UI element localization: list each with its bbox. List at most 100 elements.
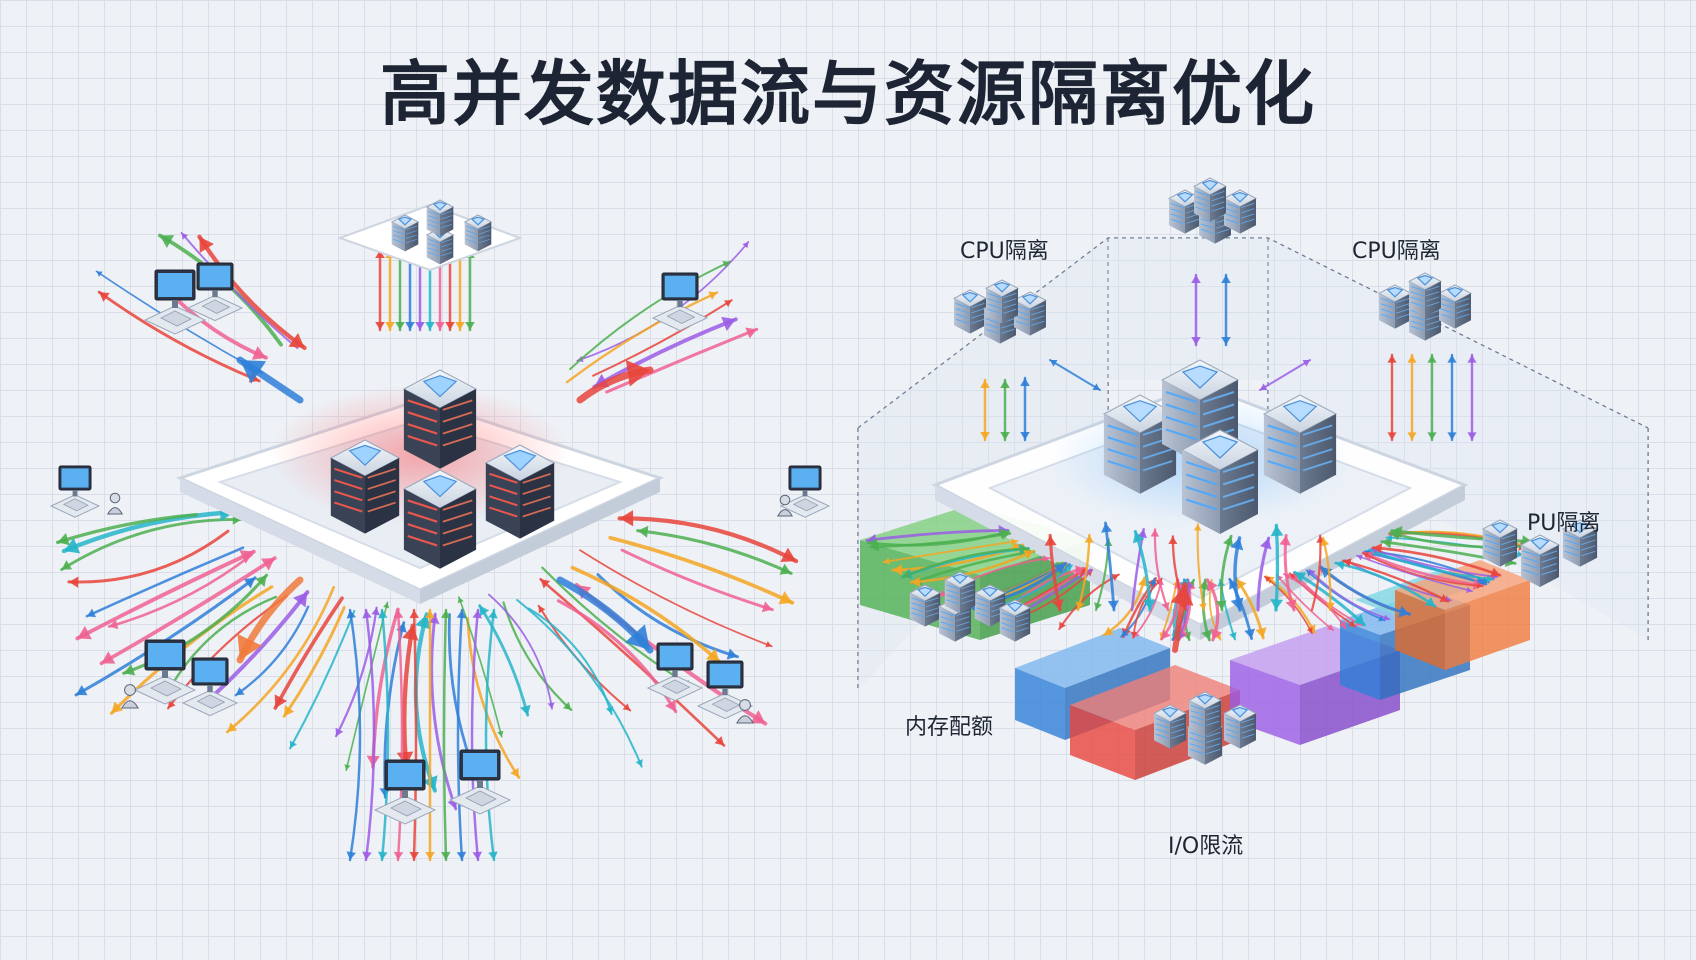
bidirectional-arrow-icon xyxy=(1101,521,1119,612)
memory-quota-label: 内存配额 xyxy=(905,715,993,740)
desktop-computer-icon xyxy=(779,465,831,518)
bidirectional-arrow-icon xyxy=(1000,378,1010,442)
server-rack-icon xyxy=(463,214,493,252)
right-server-groups xyxy=(908,177,1599,765)
desktop-computer-icon xyxy=(696,660,754,720)
bidirectional-arrow-icon xyxy=(1467,353,1477,442)
bidirectional-arrow-icon xyxy=(1150,528,1170,612)
bidirectional-arrow-icon xyxy=(107,553,253,630)
cpu-isolation-label-right: CPU隔离 xyxy=(1352,239,1441,264)
bidirectional-arrow-icon xyxy=(1120,577,1157,638)
bidirectional-arrow-icon xyxy=(122,573,269,676)
bidirectional-arrow-icon xyxy=(608,535,795,605)
bidirectional-arrow-icon xyxy=(1205,578,1223,642)
bidirectional-arrow-icon xyxy=(1102,576,1148,637)
server-rack-icon xyxy=(425,199,455,237)
left-top-server-pad xyxy=(337,199,523,272)
bidirectional-arrow-icon xyxy=(1221,273,1231,347)
desktop-computer-icon xyxy=(186,262,244,322)
bidirectional-arrow-icon xyxy=(1447,353,1457,442)
bidirectional-arrow-icon xyxy=(75,549,256,641)
user-icon xyxy=(106,492,124,515)
bidirectional-arrow-icon xyxy=(636,525,793,575)
server-rack-icon xyxy=(402,369,478,469)
server-rack-icon xyxy=(998,599,1032,642)
server-rack-icon xyxy=(943,571,977,614)
server-rack-icon xyxy=(329,439,401,534)
desktop-computer-icon xyxy=(448,749,512,815)
server-rack-icon xyxy=(1222,704,1258,749)
desktop-computer-icon xyxy=(646,642,704,702)
server-rack-icon xyxy=(1519,534,1561,587)
bidirectional-arrow-icon xyxy=(440,608,451,862)
server-rack-icon xyxy=(402,469,478,569)
bidirectional-arrow-icon xyxy=(579,549,773,648)
desktop-computer-icon xyxy=(143,269,207,335)
bidirectional-arrow-icon xyxy=(1191,273,1201,347)
bidirectional-arrow-icon xyxy=(1308,568,1391,621)
bidirectional-arrow-icon xyxy=(457,596,504,738)
bidirectional-arrow-icon xyxy=(1270,523,1284,612)
bidirectional-arrow-icon xyxy=(282,605,346,718)
bidirectional-arrow-icon xyxy=(273,596,344,710)
zone-labels: CPU隔离 CPU隔离 PU隔离 内存配额 I/O限流 xyxy=(905,239,1600,859)
server-rack-icon xyxy=(1180,429,1260,534)
bidirectional-arrow-icon xyxy=(465,248,475,332)
server-rack-icon xyxy=(1561,519,1599,567)
bidirectional-arrow-icon xyxy=(85,546,245,618)
bidirectional-arrow-icon xyxy=(455,248,465,332)
bidirectional-arrow-icon xyxy=(197,234,307,351)
server-rack-icon xyxy=(1377,284,1413,329)
bidirectional-arrow-icon xyxy=(236,356,304,404)
bidirectional-arrow-icon xyxy=(516,598,643,768)
bidirectional-arrow-icon xyxy=(225,585,336,734)
bidirectional-arrow-icon xyxy=(425,608,435,862)
desktop-computer-icon xyxy=(49,465,101,518)
bidirectional-arrow-icon xyxy=(1230,536,1244,612)
bidirectional-arrow-icon xyxy=(1215,534,1234,612)
bidirectional-arrow-icon xyxy=(617,510,799,564)
bidirectional-arrow-icon xyxy=(605,327,759,394)
bidirectional-arrow-icon xyxy=(409,608,420,862)
bidirectional-arrow-icon xyxy=(346,608,362,862)
bidirectional-arrow-icon xyxy=(1320,537,1335,612)
bidirectional-arrow-icon xyxy=(620,548,774,613)
bidirectional-arrow-icon xyxy=(487,593,555,710)
bidirectional-arrow-icon xyxy=(909,549,1035,587)
bidirectional-arrow-icon xyxy=(289,609,356,750)
server-rack-icon xyxy=(1187,691,1223,736)
bidirectional-arrow-icon xyxy=(466,617,521,779)
left-client-terminals xyxy=(49,262,831,825)
bidirectional-arrow-icon xyxy=(592,299,733,377)
bidirectional-arrow-icon xyxy=(570,565,722,664)
bidirectional-arrow-icon xyxy=(456,608,467,862)
bidirectional-arrow-icon xyxy=(395,248,405,332)
bidirectional-arrow-icon xyxy=(576,360,654,404)
server-rack-icon xyxy=(1437,284,1473,329)
bidirectional-arrow-icon xyxy=(1132,530,1156,612)
bidirectional-arrow-icon xyxy=(1341,558,1450,603)
cpu-isolation-label-left: CPU隔离 xyxy=(960,239,1049,264)
bidirectional-arrow-icon xyxy=(385,248,395,332)
gpu-isolation-label: PU隔离 xyxy=(1527,511,1600,536)
desktop-computer-icon xyxy=(373,759,437,825)
bidirectional-arrow-icon xyxy=(901,544,1030,579)
bidirectional-arrow-icon xyxy=(1371,543,1502,578)
bidirectional-arrow-icon xyxy=(180,231,299,350)
server-rack-icon xyxy=(1407,272,1443,317)
bidirectional-arrow-icon xyxy=(1279,533,1297,612)
bidirectional-arrow-icon xyxy=(1170,582,1194,653)
user-icon xyxy=(121,684,139,709)
bidirectional-arrow-icon xyxy=(1387,353,1397,442)
desktop-computer-icon xyxy=(651,272,709,332)
bidirectional-arrow-icon xyxy=(375,248,385,332)
bidirectional-arrow-icon xyxy=(1256,536,1272,612)
bidirectional-arrow-icon xyxy=(1362,552,1484,589)
bidirectional-arrow-icon xyxy=(377,608,390,862)
bidirectional-arrow-icon xyxy=(484,608,498,862)
server-rack-icon xyxy=(1481,519,1519,567)
bidirectional-arrow-icon xyxy=(539,577,726,747)
server-rack-icon xyxy=(984,279,1020,324)
desktop-computer-icon xyxy=(181,657,239,717)
bidirectional-arrow-icon xyxy=(502,601,573,712)
